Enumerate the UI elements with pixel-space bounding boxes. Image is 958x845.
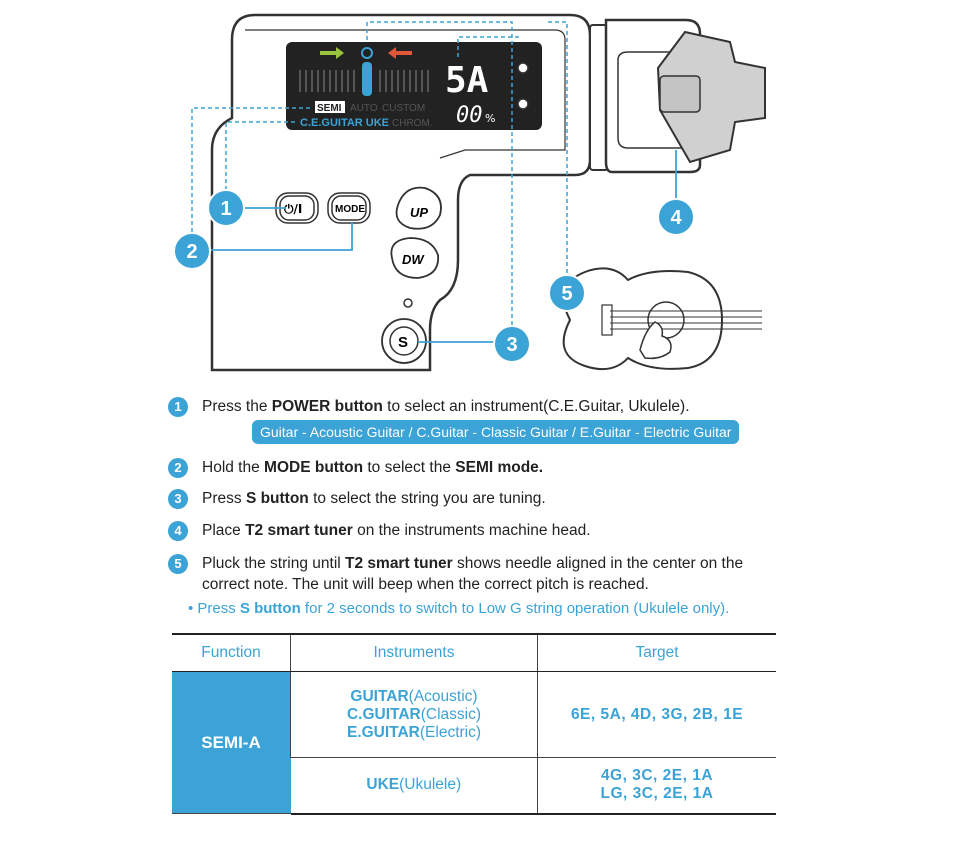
svg-text:MODE: MODE: [335, 204, 365, 215]
mode-button[interactable]: MODE: [327, 192, 371, 224]
lcd-custom-label: CUSTOM: [382, 103, 425, 114]
header-instruments: Instruments: [290, 633, 538, 672]
lcd-cents-unit: %: [485, 112, 495, 125]
machine-head: [656, 30, 766, 164]
lcd-instrument: C.E.GUITAR UKE: [300, 117, 389, 129]
sharp-arrow-icon: [388, 47, 412, 59]
step-number: 3: [168, 489, 188, 509]
svg-text:1: 1: [220, 198, 231, 220]
lcd-screen: [286, 42, 542, 130]
table-row: UKE(Ukulele) 4G, 3C, 2E, 1A LG, 3C, 2E, …: [172, 757, 776, 815]
up-button[interactable]: UP: [395, 186, 442, 230]
target-cell: 6E, 5A, 4D, 3G, 2B, 1E: [537, 671, 776, 758]
callout-3: 3: [493, 325, 531, 363]
instruments-cell: UKE(Ukulele): [290, 757, 538, 815]
step-number: 1: [168, 397, 188, 417]
flat-arrow-icon: [320, 47, 344, 59]
tuner-illustration: 5A 00 % SEMI AUTO CUSTOM C.E.GUITAR UKE …: [173, 13, 766, 372]
svg-text:S: S: [398, 334, 408, 351]
svg-text:UP: UP: [410, 205, 428, 220]
callout-2: 2: [173, 232, 211, 270]
lcd-note: 5A: [445, 60, 489, 101]
s-button[interactable]: S: [381, 318, 427, 364]
indicator-led-top: [517, 62, 529, 74]
target-cell: 4G, 3C, 2E, 1A LG, 3C, 2E, 1A: [537, 757, 776, 815]
instruments-cell: GUITAR(Acoustic) C.GUITAR(Classic) E.GUI…: [290, 671, 538, 758]
header-function: Function: [172, 633, 291, 672]
table-row: SEMI-A GUITAR(Acoustic) C.GUITAR(Classic…: [172, 671, 776, 814]
tuning-table: Function Instruments Target SEMI-A GUITA…: [172, 633, 776, 815]
table-header-row: Function Instruments Target: [172, 633, 776, 672]
svg-text:DW: DW: [402, 252, 425, 267]
svg-text:3: 3: [506, 334, 517, 356]
lcd-auto-label: AUTO: [350, 103, 378, 114]
svg-text:⏻/I: ⏻/I: [284, 202, 302, 216]
callout-1: 1: [207, 189, 245, 227]
svg-text:4: 4: [670, 207, 682, 229]
step-number: 5: [168, 554, 188, 574]
tuning-needle: [362, 62, 372, 96]
status-led: [403, 298, 413, 308]
svg-text:5: 5: [561, 283, 572, 305]
svg-text:2: 2: [186, 241, 197, 263]
callout-5: 5: [548, 274, 586, 312]
lcd-cents: 00: [456, 103, 483, 128]
down-button[interactable]: DW: [390, 237, 440, 279]
low-g-note: • Press S button for 2 seconds to switch…: [188, 600, 730, 617]
function-cell: SEMI-A: [172, 671, 291, 814]
lcd-semi-label: SEMI: [317, 103, 342, 114]
indicator-led-bottom: [517, 98, 529, 110]
step-number: 2: [168, 458, 188, 478]
header-target: Target: [537, 633, 776, 672]
callout-4: 4: [657, 198, 695, 236]
instrument-legend: Guitar - Acoustic Guitar / C.Guitar - Cl…: [252, 420, 740, 444]
step-number: 4: [168, 521, 188, 541]
lcd-chrom-label: CHROM.: [392, 118, 433, 129]
ukulele-illustration: [562, 267, 762, 371]
